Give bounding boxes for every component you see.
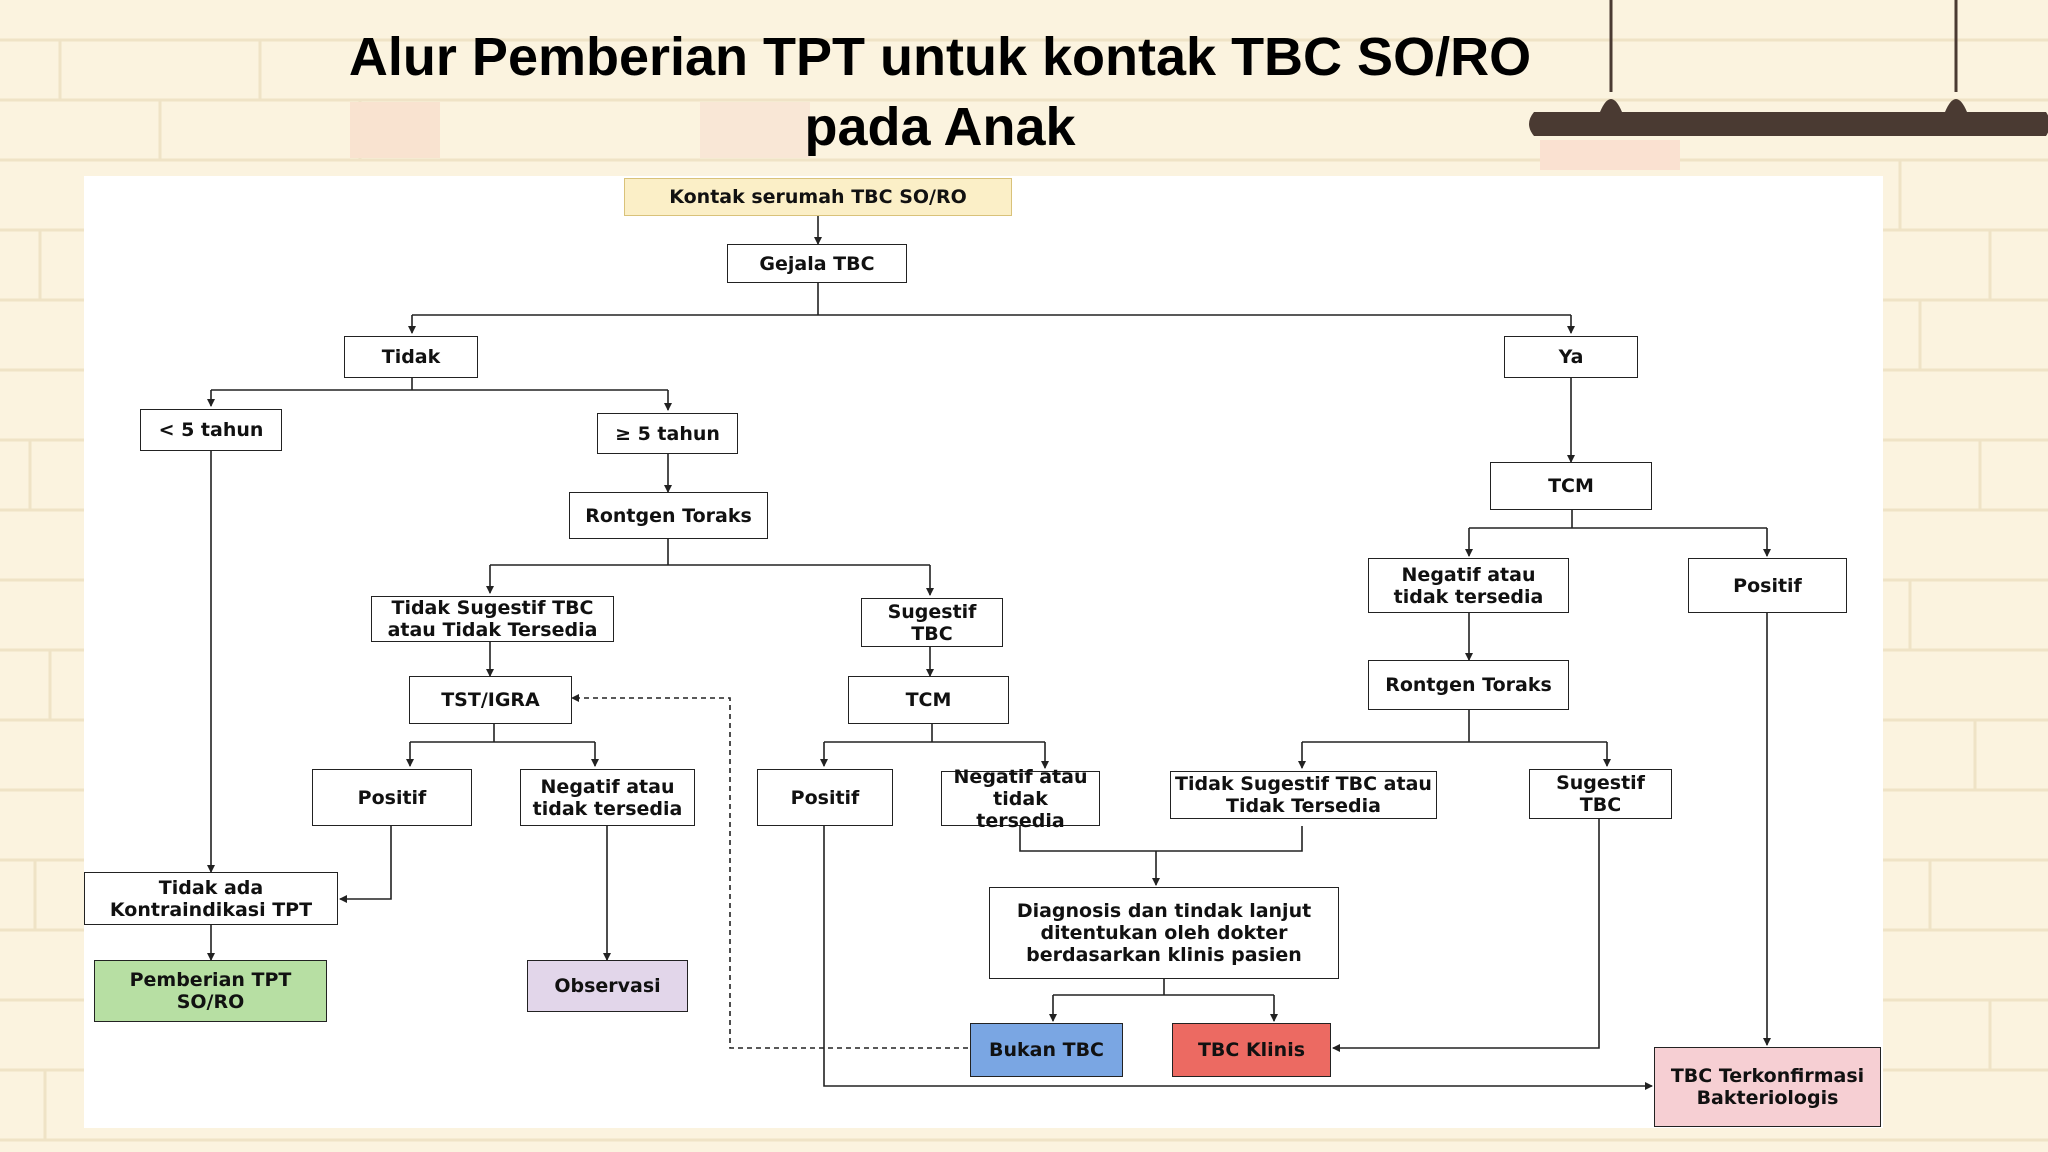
node-negatif-tcm-mid: Negatif atau tidak tersedia [941, 766, 1100, 832]
node-pemberian-tpt: Pemberian TPT SO/RO [94, 960, 327, 1022]
node-tcm-right: TCM [1490, 462, 1652, 510]
node-sugestif-right: Sugestif TBC [1529, 769, 1672, 819]
node-tidak-ada-kontraindikasi: Tidak ada Kontraindikasi TPT [84, 872, 338, 925]
flowchart-panel: Kontak serumah TBC SO/RO Gejala TBC Tida… [84, 176, 1883, 1128]
node-kontak-serumah: Kontak serumah TBC SO/RO [624, 178, 1012, 216]
node-kurang-5-tahun: < 5 tahun [140, 409, 282, 451]
node-tidak: Tidak [344, 336, 478, 378]
node-rontgen-toraks-right: Rontgen Toraks [1368, 660, 1569, 710]
node-lebih-5-tahun: ≥ 5 tahun [597, 413, 738, 454]
node-diagnosis-dokter: Diagnosis dan tindak lanjut ditentukan o… [989, 887, 1339, 979]
node-tcm-mid: TCM [848, 676, 1009, 724]
node-tbc-klinis: TBC Klinis [1172, 1023, 1331, 1077]
node-tbc-terkonfirmasi: TBC Terkonfirmasi Bakteriologis [1654, 1047, 1881, 1127]
node-tst-igra: TST/IGRA [409, 676, 572, 724]
node-sugestif-left: Sugestif TBC [861, 598, 1003, 647]
node-ya: Ya [1504, 336, 1638, 378]
node-tidak-sugestif-left: Tidak Sugestif TBC atau Tidak Tersedia [371, 596, 614, 642]
node-observasi: Observasi [527, 960, 688, 1012]
node-tidak-sugestif-right: Tidak Sugestif TBC atau Tidak Tersedia [1170, 771, 1437, 819]
node-positif-right: Positif [1688, 558, 1847, 613]
node-gejala-tbc: Gejala TBC [727, 244, 907, 283]
node-positif-tcm-mid: Positif [757, 769, 893, 826]
node-bukan-tbc: Bukan TBC [970, 1023, 1123, 1077]
node-positif-tst: Positif [312, 769, 472, 826]
node-negatif-tst: Negatif atau tidak tersedia [520, 769, 695, 826]
title-line-1: Alur Pemberian TPT untuk kontak TBC SO/R… [348, 27, 1532, 87]
flowchart-connectors [207, 216, 1771, 1090]
hanging-lamp-icon [1529, 0, 2048, 136]
page-title: Alur Pemberian TPT untuk kontak TBC SO/R… [180, 22, 1700, 162]
node-negatif-right: Negatif atau tidak tersedia [1368, 558, 1569, 613]
node-rontgen-toraks-left: Rontgen Toraks [569, 492, 768, 539]
title-line-2: pada Anak [804, 97, 1076, 157]
